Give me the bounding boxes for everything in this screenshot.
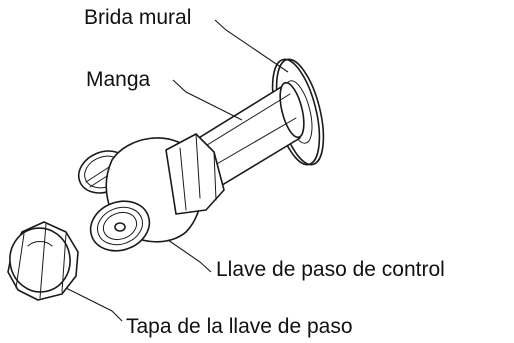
- valve-cap: [7, 221, 79, 301]
- leader-valve-cap: [65, 287, 123, 322]
- label-sleeve: Manga: [86, 68, 151, 91]
- control-valve: [77, 133, 225, 252]
- label-control-valve: Llave de paso de control: [216, 258, 445, 281]
- leader-sleeve: [172, 79, 243, 121]
- leader-lines: [65, 19, 289, 322]
- leader-control-valve: [167, 239, 212, 273]
- label-wall-flange: Brida mural: [84, 6, 191, 29]
- label-valve-cap: Tapa de la llave de paso: [126, 315, 353, 338]
- leader-wall-flange: [214, 19, 289, 73]
